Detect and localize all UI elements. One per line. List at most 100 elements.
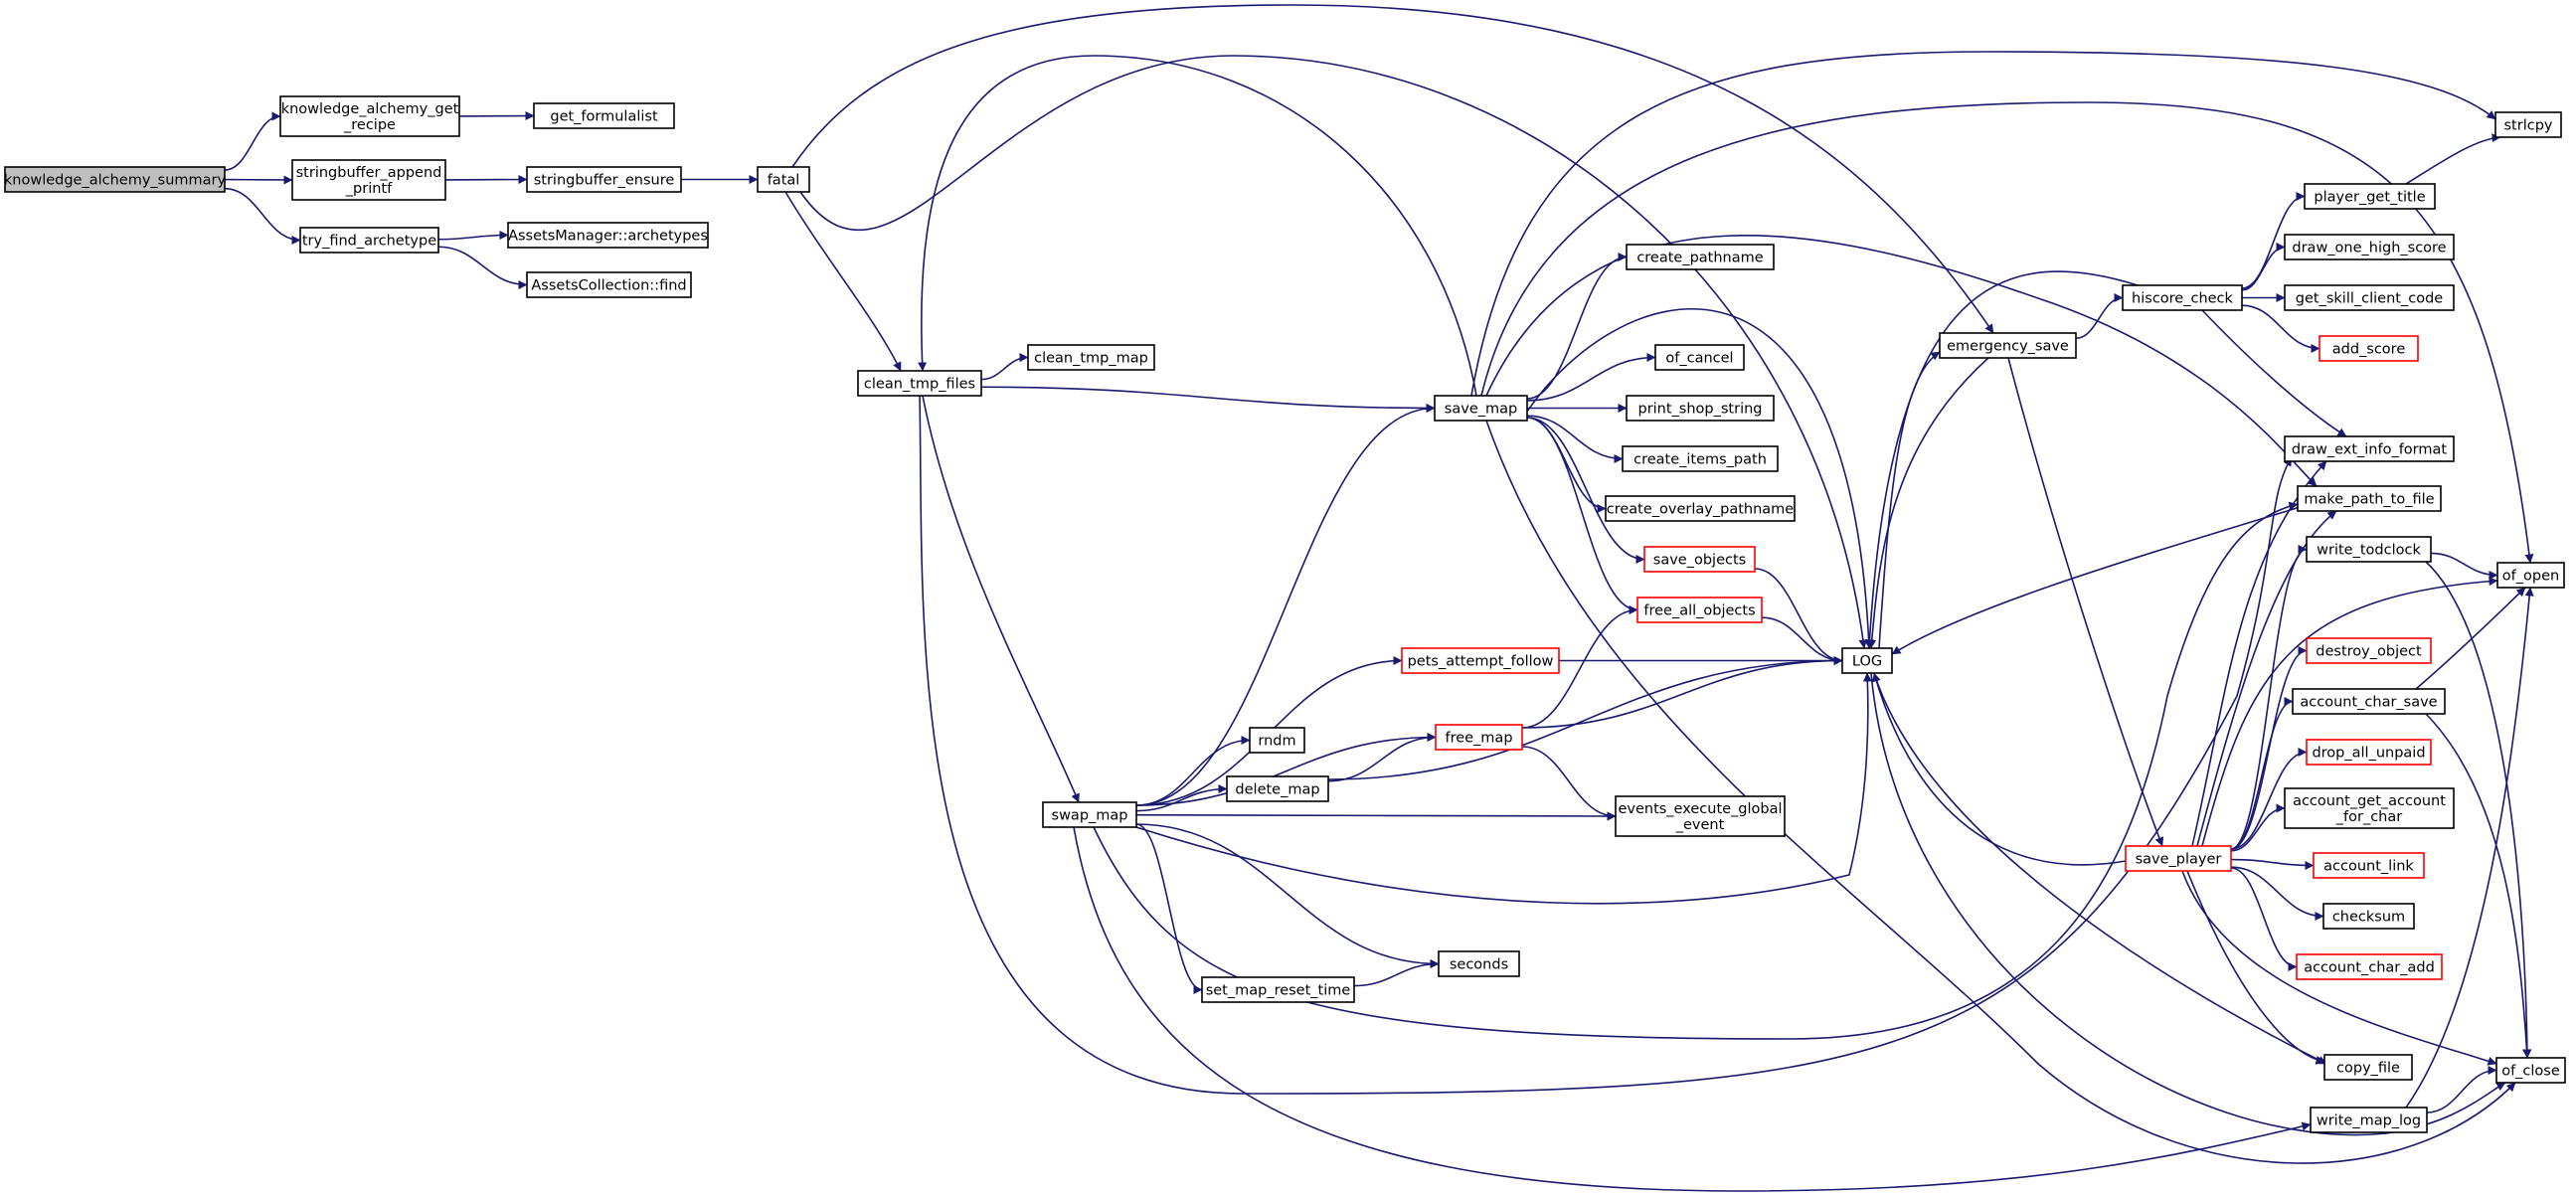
node-drop_all_unpaid[interactable]: drop_all_unpaid — [2306, 739, 2432, 766]
node-strlcpy[interactable]: strlcpy — [2494, 111, 2562, 138]
node-box[interactable] — [857, 370, 982, 397]
node-box[interactable] — [2296, 953, 2443, 980]
node-set_map_reset_time[interactable]: set_map_reset_time — [1201, 976, 1355, 1003]
node-of_open[interactable]: of_open — [2496, 562, 2565, 589]
node-box[interactable] — [1636, 597, 1763, 623]
node-save_objects[interactable]: save_objects — [1643, 546, 1756, 573]
node-hiscore_check[interactable]: hiscore_check — [2122, 284, 2243, 311]
node-box[interactable] — [1643, 546, 1756, 573]
node-box[interactable] — [2323, 1054, 2413, 1081]
node-player_get_title[interactable]: player_get_title — [2304, 183, 2436, 210]
node-delete_map[interactable]: delete_map — [1226, 775, 1329, 802]
node-box[interactable] — [2125, 845, 2232, 872]
node-create_pathname[interactable]: create_pathname — [1626, 244, 1775, 270]
node-box[interactable] — [2310, 1107, 2428, 1133]
node-box[interactable] — [2292, 688, 2446, 715]
node-AssetsManager--archetypes[interactable]: AssetsManager::archetypes — [507, 222, 709, 249]
node-fatal[interactable]: fatal — [757, 166, 810, 193]
node-box[interactable] — [1435, 724, 1523, 751]
node-box[interactable] — [2284, 787, 2455, 829]
node-seconds[interactable]: seconds — [1438, 950, 1520, 977]
node-box[interactable] — [2284, 435, 2455, 462]
node-box[interactable] — [291, 159, 446, 201]
node-rndm[interactable]: rndm — [1249, 727, 1305, 754]
node-save_player[interactable]: save_player — [2125, 845, 2232, 872]
node-box[interactable] — [4, 166, 226, 193]
node-print_shop_string[interactable]: print_shop_string — [1626, 395, 1775, 422]
node-box[interactable] — [279, 95, 460, 137]
node-box[interactable] — [2306, 536, 2432, 563]
node-create_overlay_pathname[interactable]: create_overlay_pathname — [1605, 495, 1796, 522]
node-box[interactable] — [2306, 637, 2432, 664]
node-box[interactable] — [1201, 976, 1355, 1003]
node-box[interactable] — [1401, 647, 1560, 674]
node-box[interactable] — [2304, 183, 2436, 210]
node-box[interactable] — [1226, 775, 1329, 802]
node-box[interactable] — [2284, 284, 2455, 311]
node-account_get_account_for_char[interactable]: account_get_account_for_char — [2284, 787, 2455, 829]
node-write_map_log[interactable]: write_map_log — [2310, 1107, 2428, 1133]
node-box[interactable] — [1027, 344, 1155, 371]
node-box[interactable] — [2318, 335, 2419, 362]
node-box[interactable] — [2313, 852, 2425, 879]
node-box[interactable] — [2284, 234, 2455, 260]
node-box[interactable] — [526, 166, 682, 193]
node-box[interactable] — [757, 166, 810, 193]
node-box[interactable] — [533, 102, 675, 129]
node-checksum[interactable]: checksum — [2322, 903, 2415, 930]
node-free_map[interactable]: free_map — [1435, 724, 1523, 751]
node-account_link[interactable]: account_link — [2313, 852, 2425, 879]
node-account_char_save[interactable]: account_char_save — [2292, 688, 2446, 715]
node-box[interactable] — [2297, 485, 2442, 512]
node-get_formulalist[interactable]: get_formulalist — [533, 102, 675, 129]
node-box[interactable] — [1939, 332, 2077, 359]
node-box[interactable] — [299, 227, 439, 254]
node-of_cancel[interactable]: of_cancel — [1654, 344, 1745, 371]
node-pets_attempt_follow[interactable]: pets_attempt_follow — [1401, 647, 1560, 674]
node-stringbuffer_append_printf[interactable]: stringbuffer_append_printf — [291, 159, 446, 201]
node-box[interactable] — [1438, 950, 1520, 977]
node-create_items_path[interactable]: create_items_path — [1622, 445, 1779, 472]
node-free_all_objects[interactable]: free_all_objects — [1636, 597, 1763, 623]
node-box[interactable] — [526, 271, 692, 298]
node-clean_tmp_map[interactable]: clean_tmp_map — [1027, 344, 1155, 371]
node-swap_map[interactable]: swap_map — [1042, 801, 1137, 828]
node-events_execute_global_event[interactable]: events_execute_global_event — [1615, 795, 1786, 837]
node-add_score[interactable]: add_score — [2318, 335, 2419, 362]
node-LOG[interactable]: LOG — [1841, 647, 1893, 674]
node-make_path_to_file[interactable]: make_path_to_file — [2297, 485, 2442, 512]
node-AssetsCollection--find[interactable]: AssetsCollection::find — [526, 271, 692, 298]
node-knowledge_alchemy_get_recipe[interactable]: knowledge_alchemy_get_recipe — [279, 95, 460, 137]
node-emergency_save[interactable]: emergency_save — [1939, 332, 2077, 359]
node-box[interactable] — [507, 222, 709, 249]
node-box[interactable] — [1249, 727, 1305, 754]
node-box[interactable] — [1042, 801, 1137, 828]
node-of_close[interactable]: of_close — [2495, 1057, 2566, 1084]
node-try_find_archetype[interactable]: try_find_archetype — [299, 227, 439, 254]
node-save_map[interactable]: save_map — [1434, 395, 1528, 422]
node-box[interactable] — [2496, 562, 2565, 589]
node-box[interactable] — [1654, 344, 1745, 371]
node-draw_ext_info_format[interactable]: draw_ext_info_format — [2284, 435, 2455, 462]
node-write_todclock[interactable]: write_todclock — [2306, 536, 2432, 563]
node-box[interactable] — [1605, 495, 1796, 522]
node-box[interactable] — [1626, 395, 1775, 422]
node-get_skill_client_code[interactable]: get_skill_client_code — [2284, 284, 2455, 311]
node-box[interactable] — [2122, 284, 2243, 311]
node-copy_file[interactable]: copy_file — [2323, 1054, 2413, 1081]
node-box[interactable] — [2494, 111, 2562, 138]
node-box[interactable] — [1626, 244, 1775, 270]
node-account_char_add[interactable]: account_char_add — [2296, 953, 2443, 980]
node-box[interactable] — [2306, 739, 2432, 766]
node-box[interactable] — [2322, 903, 2415, 930]
node-destroy_object[interactable]: destroy_object — [2306, 637, 2432, 664]
node-box[interactable] — [1622, 445, 1779, 472]
node-knowledge_alchemy_summary[interactable]: knowledge_alchemy_summary — [4, 166, 227, 193]
node-box[interactable] — [1841, 647, 1893, 674]
node-box[interactable] — [1434, 395, 1528, 422]
node-box[interactable] — [1615, 795, 1786, 837]
node-draw_one_high_score[interactable]: draw_one_high_score — [2284, 234, 2455, 260]
node-stringbuffer_ensure[interactable]: stringbuffer_ensure — [526, 166, 682, 193]
node-box[interactable] — [2495, 1057, 2566, 1084]
node-clean_tmp_files[interactable]: clean_tmp_files — [857, 370, 982, 397]
